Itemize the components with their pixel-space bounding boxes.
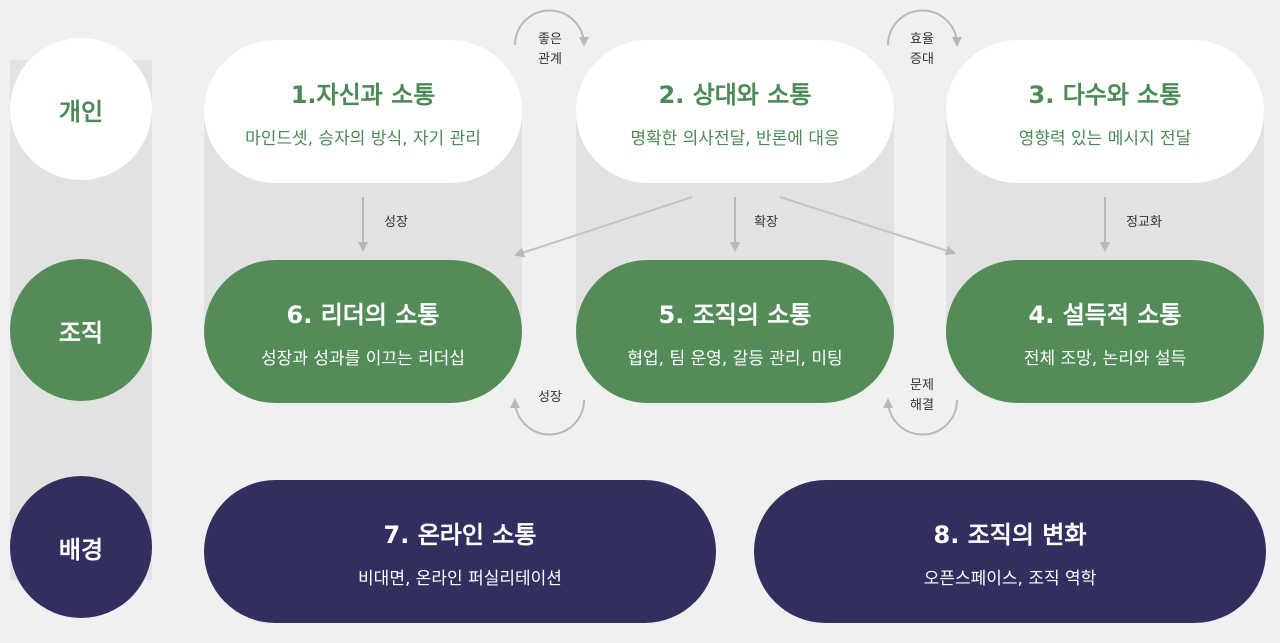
node-4-title: 4. 설득적 소통	[1028, 300, 1182, 329]
node-3-subtitle: 영향력 있는 메시지 전달	[1018, 128, 1192, 149]
node-8-title: 8. 조직의 변화	[933, 520, 1087, 549]
node-3: 3. 다수와 소통 영향력 있는 메시지 전달	[946, 40, 1264, 183]
arc-growth	[510, 398, 585, 436]
label-growth-loop: 성장	[538, 390, 562, 405]
arc-good-relation	[514, 9, 589, 47]
arrow-2-to-4	[779, 196, 956, 256]
label-good-relation: 좋은 관계	[538, 32, 562, 67]
node-7: 7. 온라인 소통 비대면, 온라인 퍼실리테이션	[204, 480, 716, 623]
node-4-subtitle: 전체 조망, 논리와 설득	[1023, 348, 1187, 369]
label-problem-solving: 문제 해결	[910, 378, 934, 413]
node-6-title: 6. 리더의 소통	[286, 300, 440, 329]
label-efficiency: 효율 증대	[910, 32, 934, 67]
node-1-title: 1.자신과 소통	[290, 80, 436, 109]
node-6: 6. 리더의 소통 성장과 성과를 이끄는 리더십	[204, 260, 522, 403]
node-5-title: 5. 조직의 소통	[658, 300, 812, 329]
node-2-title: 2. 상대와 소통	[658, 80, 812, 109]
row-label-background-text: 배경	[58, 535, 104, 564]
node-5: 5. 조직의 소통 협업, 팀 운영, 갈등 관리, 미팅	[576, 260, 894, 403]
arc-efficiency	[887, 9, 962, 47]
arc-problem-solving	[883, 398, 958, 436]
node-8: 8. 조직의 변화 오픈스페이스, 조직 역학	[754, 480, 1266, 623]
arrow-2-to-6	[514, 196, 693, 258]
node-6-subtitle: 성장과 성과를 이끄는 리더십	[261, 348, 465, 369]
row-label-individual: 개인	[10, 38, 152, 180]
node-3-title: 3. 다수와 소통	[1028, 80, 1182, 109]
node-8-subtitle: 오픈스페이스, 조직 역학	[923, 568, 1097, 589]
row-label-organization: 조직	[10, 259, 152, 401]
label-refine: 정교화	[1126, 215, 1162, 230]
node-2-subtitle: 명확한 의사전달, 반론에 대응	[630, 128, 840, 149]
label-growth-down: 성장	[384, 215, 408, 230]
row-label-background: 배경	[10, 476, 152, 618]
node-4: 4. 설득적 소통 전체 조망, 논리와 설득	[946, 260, 1264, 403]
node-2: 2. 상대와 소통 명확한 의사전달, 반론에 대응	[576, 40, 894, 183]
node-7-title: 7. 온라인 소통	[383, 520, 537, 549]
node-5-subtitle: 협업, 팀 운영, 갈등 관리, 미팅	[627, 348, 843, 369]
node-1-subtitle: 마인드셋, 승자의 방식, 자기 관리	[245, 128, 481, 149]
node-1: 1.자신과 소통 마인드셋, 승자의 방식, 자기 관리	[204, 40, 522, 183]
row-label-organization-text: 조직	[58, 318, 104, 347]
node-7-subtitle: 비대면, 온라인 퍼실리테이션	[358, 568, 562, 589]
label-expand: 확장	[754, 215, 778, 230]
row-label-individual-text: 개인	[58, 97, 104, 126]
